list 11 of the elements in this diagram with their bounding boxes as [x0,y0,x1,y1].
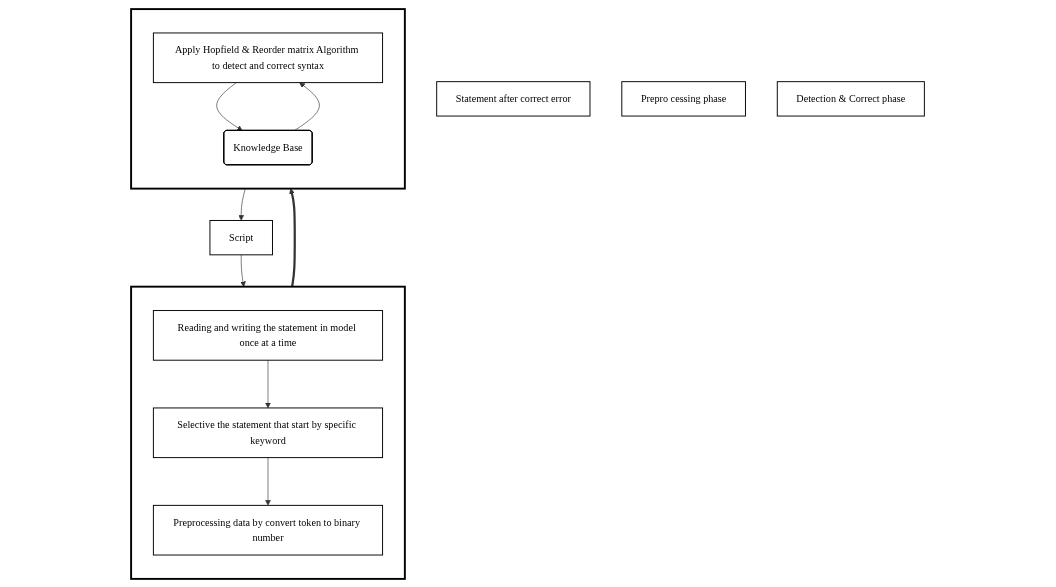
node-box: Preprocessing data by convert token to binary number [153,504,384,555]
node-box: Prepro cessing phase [621,80,747,117]
cluster [130,7,407,190]
node-box: Statement after correct error [436,80,591,117]
node-box: Apply Hopfield & Reorder matrix Algorithm to detect and correct syntax [153,32,384,83]
node-box: Selective the statement that start by specific keyword [153,406,384,458]
node-box: Script [209,219,274,255]
arrow [289,187,297,287]
cluster [130,285,407,580]
node-box: Detection & Correct phase [777,80,926,117]
node-box: Reading and writing the statement in model once at a time [153,309,384,361]
